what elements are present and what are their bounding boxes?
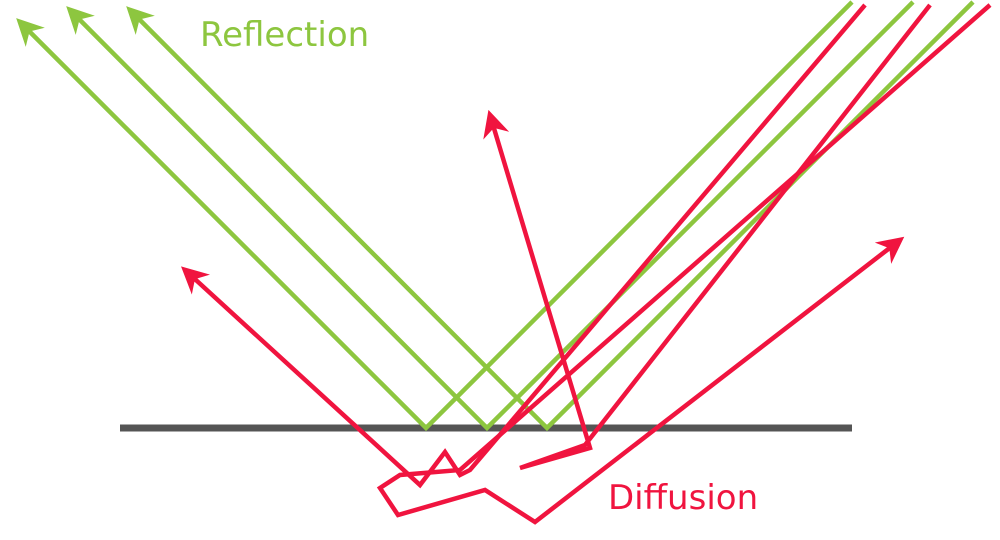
- diffusion-ray-2: [483, 3, 932, 471]
- diffusion-label: Diffusion: [608, 478, 759, 518]
- diffusion-ray-3: [376, 3, 992, 525]
- reflection-ray-2: [66, 0, 915, 432]
- reflection-label: Reflection: [200, 15, 370, 55]
- diffusion-ray-1: [181, 3, 867, 489]
- reflection-ray-1: [16, 0, 854, 432]
